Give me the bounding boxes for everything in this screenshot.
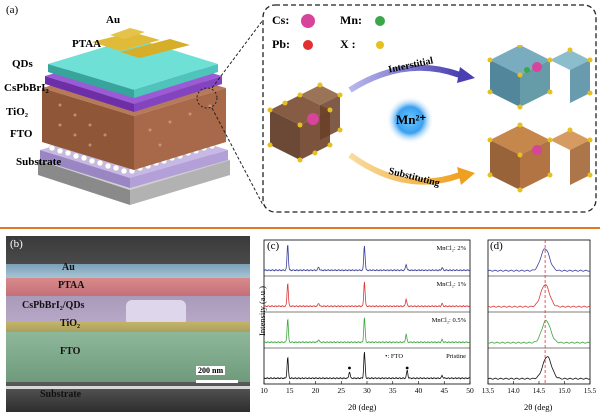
chart-c-series-label: MnCl₂: 0.5% [432,317,467,324]
panel-d-letter: (d) [490,240,503,252]
layer-label-qds: QDs [12,58,33,70]
chart-d-xtick-label: 14.5 [533,387,546,395]
dopant-label: Mn²⁺ [396,112,427,127]
chart-c-ylabel: Intensity (a.u.) [257,286,267,336]
layer-label-substrate: Substrate [16,156,62,168]
chart-c-xtick-label: 15 [286,386,294,395]
layer-label-au: Au [106,14,121,26]
chart-c-series-label: Pristine [446,353,466,360]
chart-d-series-line [487,356,591,380]
sem-label-substrate: Substrate [40,389,82,400]
device-stack-illustration [38,28,230,205]
panel-a-letter: (a) [6,4,19,16]
layer-label-cspbbri2: CsPbBrI₂ [4,82,49,94]
layer-label-ptaa: PTAA [72,38,102,50]
chart-d-series-line [487,248,591,272]
chart-d-xlabel: 2θ (deg) [524,402,553,412]
chart-c-xtick-label: 10 [260,386,268,395]
panel-b-letter: (b) [10,238,23,250]
chart-c-series-line [264,244,471,272]
chart-c-series-label: MnCl₂: 1% [436,281,466,288]
legend-label-cs: Cs: [272,13,290,27]
chart-c-xtick-label: 50 [466,386,474,395]
xrd-chart-d: 13.5 14.0 14.5 15.0 15.5 [482,239,596,395]
chart-c-xtick-label: 35 [389,386,397,395]
legend-label-x: X : [340,37,356,51]
legend-dot-cs [301,14,315,28]
chart-c-xtick-label: 45 [441,386,449,395]
chart-c-series-label: MnCl₂: 2% [436,245,466,252]
chart-d-xtick-label: 15.5 [584,387,596,395]
chart-c-fto-marker [405,366,409,370]
sem-label-ptaa: PTAA [58,280,85,291]
interstitial-lattice [487,45,593,110]
chart-c-series-line [264,317,471,344]
chart-d-series-line [487,319,591,344]
xrd-chart-c: MnCl₂: 2% MnCl₂: 1% MnCl₂: 0.5% Pristine •: … [260,239,474,395]
scale-bar [196,380,238,383]
panel-c-letter: (c) [267,240,280,252]
layer-label-fto: FTO [10,128,33,140]
crystal-structure-illustration [267,45,593,193]
chart-c-xtick-label: 25 [338,386,346,395]
chart-d-series-line [488,284,590,308]
chart-c-xtick-label: 30 [363,386,371,395]
zoom-callout-lines [211,4,597,213]
legend-dot-x [376,41,384,49]
legend-label-mn: Mn: [340,13,362,27]
sem-label-au: Au [62,262,75,273]
legend-dot-mn [375,16,385,26]
chart-c-series-line [263,281,471,308]
chart-c-xlabel: 2θ (deg) [348,402,377,412]
legend-label-pb: Pb: [272,37,290,51]
sem-label-tio2: TiO₂ [60,318,81,329]
chart-c-fto-marker [348,366,351,370]
pristine-lattice [267,82,343,163]
section-divider [0,227,600,229]
chart-d-xtick-label: 13.5 [482,387,495,395]
sem-label-cspbbri2-qds: CsPbBrI₂/QDs [22,300,85,311]
sem-label-fto: FTO [60,346,81,357]
scale-bar-label: 200 nm [196,366,226,375]
chart-d-xtick-label: 15.0 [558,387,571,395]
chart-c-series-line [263,351,471,380]
chart-c-xtick-label: 40 [415,386,423,395]
chart-d-xtick-label: 14.0 [507,387,520,395]
layer-label-tio2: TiO₂ [6,106,29,118]
chart-c-annotation: •: FTO [385,353,403,360]
chart-c-xtick-label: 20 [312,386,320,395]
substituting-lattice [487,122,593,193]
atom-legend-dots [301,14,385,50]
legend-dot-pb [303,40,313,50]
sem-cross-section-image [6,236,250,412]
